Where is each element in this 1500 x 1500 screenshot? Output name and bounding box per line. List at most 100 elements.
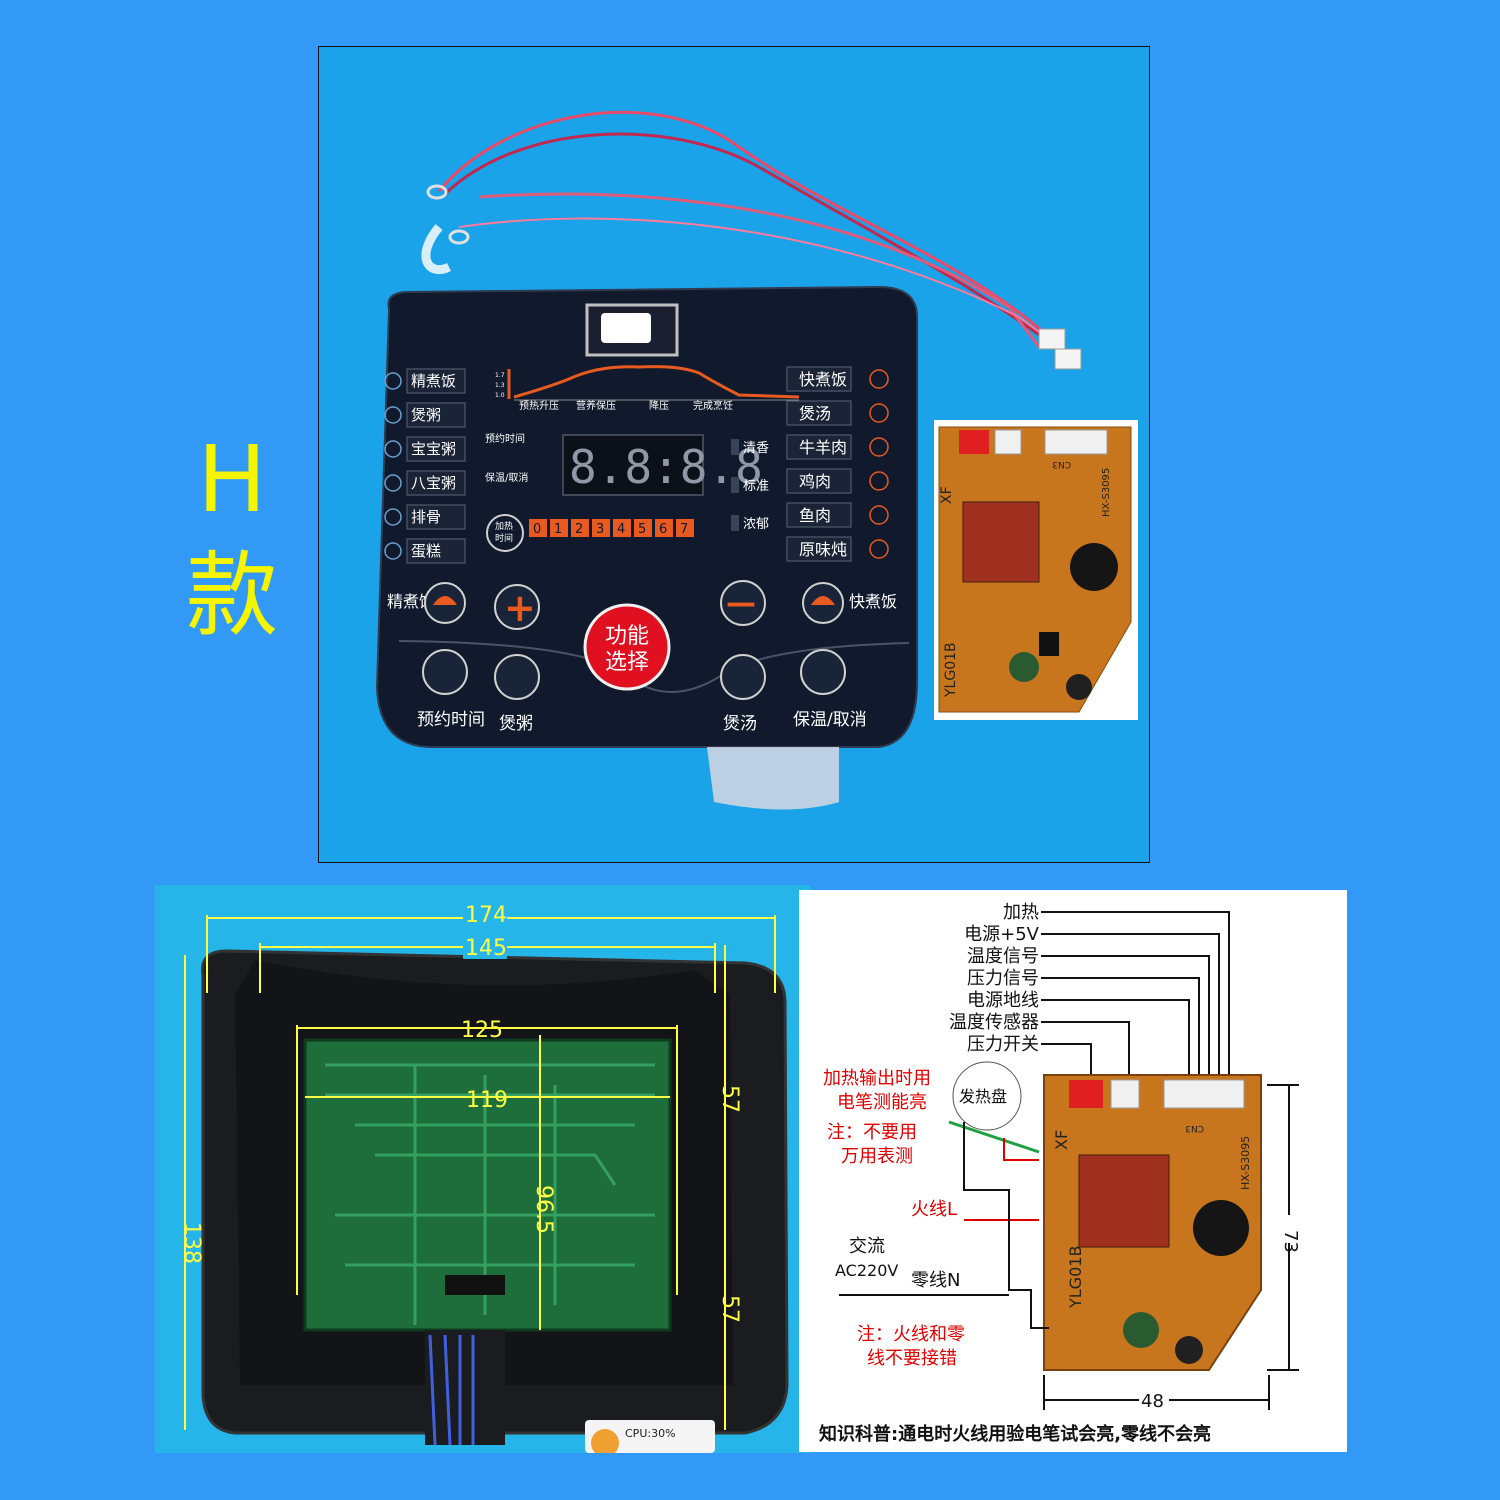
time-digit-box [613,519,631,537]
left-menu-icon [384,508,402,526]
keep-warm-button[interactable] [800,649,846,695]
right-menu-item[interactable] [786,434,852,460]
right-menu-item[interactable] [786,400,852,426]
soup-button[interactable] [720,654,766,700]
left-menu-item[interactable] [406,504,466,530]
left-menu-icon [384,372,402,390]
footer-note: 知识科普:通电时火线用验电笔试会亮,零线不会亮 [819,1423,1211,1445]
svg-text:发热盘: 发热盘 [959,1087,1007,1106]
left-menu-item[interactable] [406,470,466,496]
right-menu-label: 鱼肉 [799,506,831,525]
taste-indicator [731,439,739,455]
function-select-button[interactable] [583,603,671,691]
taste-option-label: 浓郁 [743,517,769,532]
taste-indicator [731,515,739,531]
left-menu-item[interactable] [406,368,466,394]
svg-text:选择: 选择 [605,650,649,675]
svg-text:保温/取消: 保温/取消 [793,710,867,730]
right-menu-label: 鸡肉 [799,472,831,491]
right-menu-label: 快煮饭 [799,370,847,389]
right-menu-item[interactable] [786,468,852,494]
pressure-scale-low: 1.0 [495,392,505,399]
right-menu-icon [869,403,889,423]
right-menu-item[interactable] [786,502,852,528]
svg-text:8.8:8.8: 8.8:8.8 [569,440,763,494]
left-menu-item[interactable] [406,402,466,428]
svg-text:CN3: CN3 [1052,459,1071,469]
left-menu-label: 宝宝粥 [411,440,456,458]
time-digit: 4 [617,522,625,537]
stage-4: 完成烹饪 [693,399,733,412]
time-digit: 2 [575,522,583,537]
right-menu-item[interactable] [786,536,852,562]
connection-label: 压力信号 [967,968,1039,989]
time-digit: 7 [680,522,688,537]
time-digit-box [634,519,652,537]
sensor-wires [421,110,1082,370]
led-display: 8.8:8.8 [562,434,763,496]
svg-text:火线L: 火线L [911,1199,957,1220]
porridge-button[interactable] [494,654,540,700]
right-menu-icon [869,505,889,525]
left-menu-label: 精煮饭 [411,372,456,390]
time-digit: 0 [533,522,541,537]
right-menu-item[interactable] [786,366,852,392]
preset-time-label: 预约时间 [485,432,525,445]
svg-text:CPU:30%: CPU:30% [625,1427,676,1440]
svg-text:加热: 加热 [495,520,513,532]
preset-button[interactable] [422,649,468,695]
time-digit-box [550,519,568,537]
svg-text:119: 119 [466,1088,508,1113]
time-digit: 5 [638,522,646,537]
control-panel-photo: 精煮饭煲粥宝宝粥八宝粥排骨蛋糕 快煮饭煲汤牛羊肉鸡肉鱼肉原味炖 1.7 1.3 … [318,46,1150,863]
svg-text:煲汤: 煲汤 [723,714,757,734]
svg-text:145: 145 [465,936,507,961]
connection-label: 电源+5V [964,924,1040,945]
connection-label: 加热 [1003,902,1039,923]
svg-text:48: 48 [1141,1391,1164,1412]
svg-text:YLG01B: YLG01B [943,642,959,698]
left-menu-item[interactable] [406,436,466,462]
svg-text:—: — [726,586,756,621]
svg-text:AC220V: AC220V [835,1261,898,1280]
right-menu-icon [869,539,889,559]
minus-button[interactable] [720,580,766,626]
svg-text:万用表测: 万用表测 [841,1146,913,1167]
left-menu-icon [384,440,402,458]
connection-label: 温度传感器 [949,1012,1039,1033]
time-digit-box [676,519,694,537]
time-digit-box [529,519,547,537]
plus-button[interactable] [494,584,540,630]
svg-text:时间: 时间 [495,532,513,544]
svg-text:零线N: 零线N [911,1270,960,1291]
svg-text:XF: XF [1052,1130,1071,1150]
button-label-jingzhufan: 精煮饭 [387,592,435,611]
time-digit-box [655,519,673,537]
panel-body [375,285,918,810]
time-digit-box [592,519,610,537]
heat-time: 加热 时间 [486,514,524,552]
right-menu-label: 牛羊肉 [799,438,847,457]
left-menu-label: 八宝粥 [411,474,456,492]
left-menu-item[interactable] [406,538,466,564]
svg-text:57: 57 [717,1295,742,1323]
pressure-scale-mid: 1.3 [495,382,505,389]
time-digit: 1 [554,522,562,537]
pressure-graph: 1.7 1.3 1.0 预热升压 营养保压 降压 完成烹饪 [495,365,800,412]
board-svg: 174 145 125 119 138 57 57 96.5 CPU:30% [179,899,789,1457]
svg-text:加热输出时用: 加热输出时用 [823,1068,931,1089]
svg-text:线不要接错: 线不要接错 [867,1348,957,1369]
right-menu-label: 煲汤 [799,404,831,423]
svg-text:HX-S3095: HX-S3095 [1239,1136,1252,1190]
model-letter: H [197,426,267,533]
svg-text:功能: 功能 [605,624,649,649]
keep-warm-label: 保温/取消 [485,471,528,484]
stage-3: 降压 [649,399,669,412]
time-digit: 6 [659,522,667,537]
right-menu-label: 原味炖 [799,540,847,559]
right-menu-icon [869,437,889,457]
